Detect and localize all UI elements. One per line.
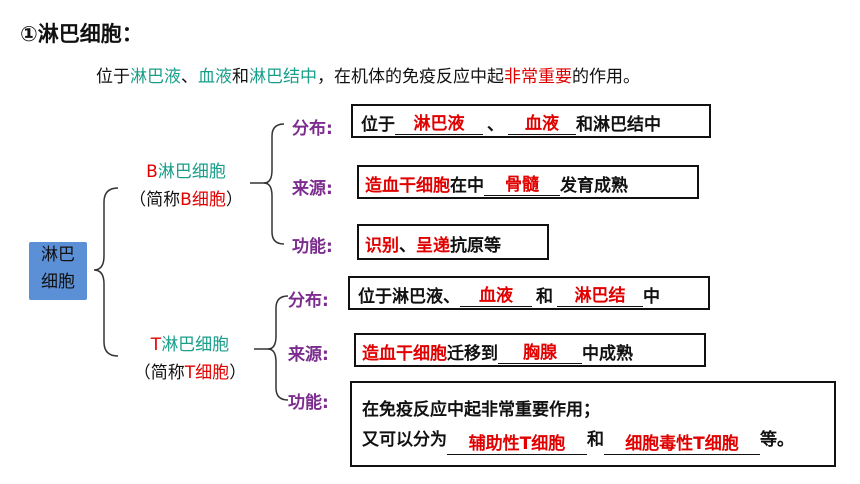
intro-text: ，在机体的免疫反应中起 [317, 67, 504, 87]
t-cell-name: T淋巴细胞 [118, 331, 262, 359]
box-text: 在免疫反应中起非常重要作用； [362, 400, 600, 420]
root-line: 细胞 [41, 272, 75, 292]
t-cell-abbr: （简称T细胞） [118, 359, 262, 387]
t-dist-box: 位于淋巴液、血液和淋巴结中 [348, 276, 710, 310]
b-func-box: 识别、呈递抗原等 [357, 224, 549, 260]
abbr-open: （简称 [133, 363, 185, 383]
box-text: 位于 [361, 115, 395, 135]
box-text: 抗原等 [450, 236, 501, 256]
box-text: 和淋巴结中 [576, 115, 661, 135]
box-text: 迁移到 [447, 344, 498, 364]
t-cell-prefix: T [150, 335, 162, 355]
b-cell-node: B淋巴细胞 （简称B细胞） [116, 158, 256, 214]
b-src-label: 来源: [292, 179, 333, 199]
b-cell-name-rest: 淋巴细胞 [157, 162, 226, 182]
answer-text: 识别 [365, 236, 399, 256]
answer-text: 呈递 [416, 236, 450, 256]
answer-blank: 血液 [508, 114, 576, 135]
box-text: 等。 [760, 430, 794, 450]
answer-blank: 骨髓 [484, 175, 560, 196]
abbr-open: （简称 [129, 190, 181, 210]
root-line: 淋巴 [41, 245, 75, 265]
t-cell-node: T淋巴细胞 （简称T细胞） [118, 331, 262, 387]
t-src-box: 造血干细胞迁移到胸腺中成熟 [354, 333, 706, 367]
box-text: 、 [399, 236, 416, 256]
box-text: 发育成熟 [560, 176, 628, 196]
intro-sentence: 位于淋巴液、血液和淋巴结中，在机体的免疫反应中起非常重要的作用。 [96, 62, 640, 87]
t-func-box: 在免疫反应中起非常重要作用； 又可以分为辅助性T细胞和细胞毒性T细胞等。 [350, 381, 836, 467]
answer-text: 造血干细胞 [365, 176, 450, 196]
box-text: 中成熟 [582, 344, 633, 364]
intro-term-lymph: 淋巴液 [130, 67, 181, 87]
box-text: 和 [536, 287, 553, 307]
box-text: 、 [487, 115, 504, 135]
t-dist-label: 分布: [288, 291, 329, 311]
b-dist-box: 位于淋巴液、血液和淋巴结中 [351, 104, 711, 138]
t-src-label: 来源: [288, 345, 329, 365]
answer-blank: 淋巴液 [395, 114, 483, 135]
box-text: 和 [587, 430, 604, 450]
answer-blank: 淋巴结 [557, 286, 643, 307]
intro-text: 的作用。 [572, 67, 640, 87]
b-cell-name: B淋巴细胞 [116, 158, 256, 186]
answer-text: 造血干细胞 [362, 344, 447, 364]
box-text: 又可以分为 [362, 430, 447, 450]
t-func-label: 功能: [288, 393, 329, 413]
abbr-red: T细胞 [184, 363, 230, 383]
root-node-lymphocyte: 淋巴 细胞 [29, 242, 87, 300]
intro-text: 和 [232, 67, 249, 87]
intro-term-node: 淋巴结中 [249, 67, 317, 87]
b-func-label: 功能: [292, 237, 333, 257]
t-cell-name-rest: 淋巴细胞 [161, 335, 230, 355]
box-text: 在中 [450, 176, 484, 196]
b-cell-prefix: B [146, 162, 158, 182]
abbr-close: ） [229, 363, 247, 383]
intro-text: 、 [181, 67, 198, 87]
t-func-line2: 又可以分为辅助性T细胞和细胞毒性T细胞等。 [362, 425, 824, 455]
box-text: 中 [643, 287, 660, 307]
b-cell-abbr: （简称B细胞） [116, 186, 256, 214]
answer-blank: 胸腺 [498, 343, 582, 364]
intro-emphasis: 非常重要 [504, 67, 572, 87]
section-title: ①淋巴细胞： [20, 22, 143, 46]
intro-text: 位于 [96, 67, 130, 87]
box-text: 位于淋巴液、 [358, 287, 460, 307]
intro-term-blood: 血液 [198, 67, 232, 87]
abbr-red: B细胞 [180, 190, 226, 210]
answer-blank: 血液 [460, 286, 532, 307]
abbr-close: ） [225, 190, 243, 210]
b-src-box: 造血干细胞在中骨髓发育成熟 [357, 165, 699, 199]
answer-blank: 细胞毒性T细胞 [604, 434, 760, 455]
b-dist-label: 分布: [292, 119, 333, 139]
answer-blank: 辅助性T细胞 [447, 434, 587, 455]
